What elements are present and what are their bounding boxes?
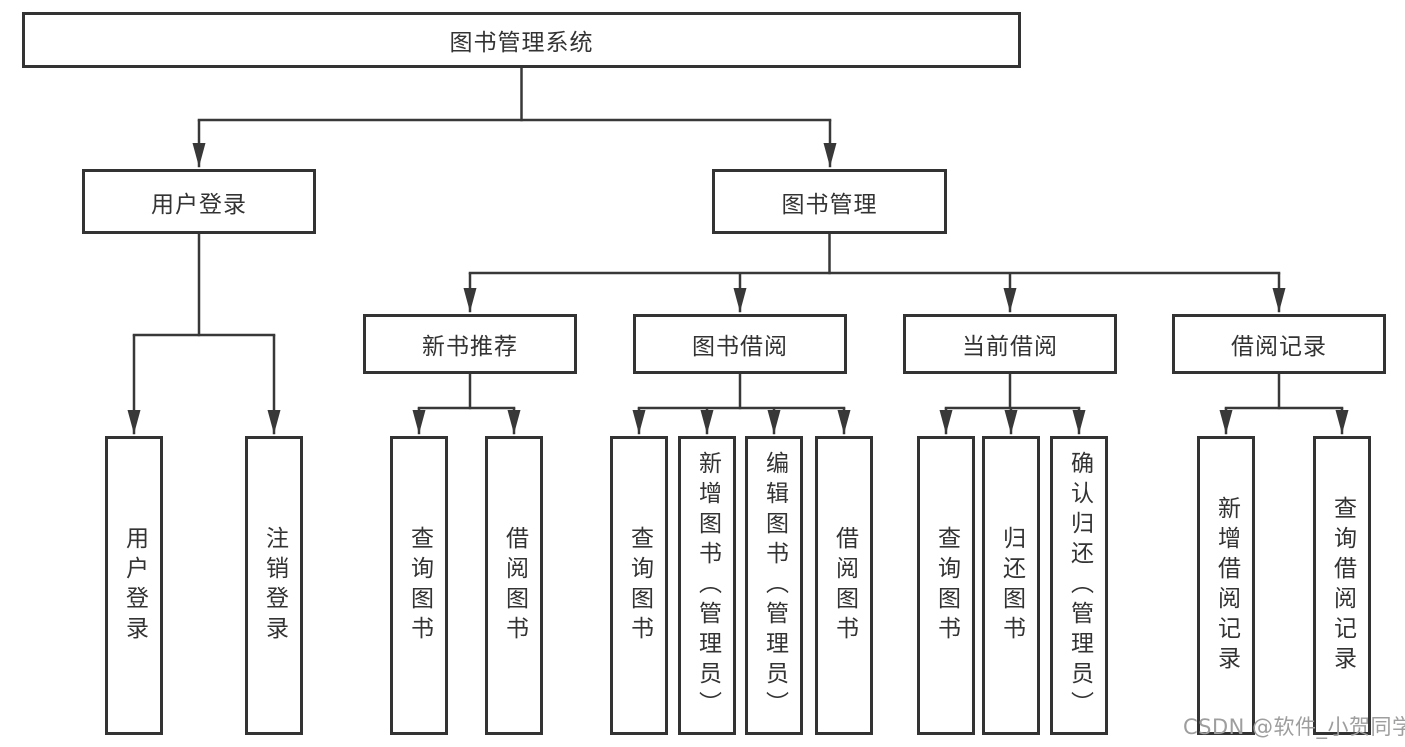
leaf-confirm-return-admin: 确认归还（管理员） — [1050, 436, 1108, 735]
node-label: 查询图书 — [626, 525, 653, 646]
node-label: 编辑图书（管理员） — [761, 450, 788, 721]
node-current-borrowing: 当前借阅 — [903, 314, 1117, 374]
node-label: 用户登录 — [151, 191, 247, 218]
leaf-query-books-recommend: 查询图书 — [390, 436, 448, 735]
node-label: 图书管理系统 — [449, 30, 594, 56]
node-label: 归还图书 — [998, 525, 1025, 646]
leaf-logout: 注销登录 — [245, 436, 303, 735]
leaf-query-books-current: 查询图书 — [917, 436, 975, 735]
watermark-text: CSDN @软件_小贺同学 — [1183, 715, 1405, 739]
leaf-query-borrow-record: 查询借阅记录 — [1313, 436, 1371, 735]
node-book-management: 图书管理 — [712, 169, 947, 234]
node-label: 借阅记录 — [1231, 334, 1327, 360]
node-label: 当前借阅 — [962, 334, 1058, 360]
node-label: 图书借阅 — [692, 334, 788, 360]
node-label: 注销登录 — [261, 525, 288, 646]
node-user-login: 用户登录 — [82, 169, 316, 234]
node-label: 借阅图书 — [831, 525, 858, 646]
leaf-borrow-books-recommend: 借阅图书 — [485, 436, 543, 735]
node-label: 新增借阅记录 — [1213, 495, 1240, 676]
leaf-add-borrow-record: 新增借阅记录 — [1197, 436, 1255, 735]
node-label: 借阅图书 — [501, 525, 528, 646]
leaf-return-books: 归还图书 — [982, 436, 1040, 735]
node-label: 图书管理 — [781, 191, 878, 218]
node-label: 新书推荐 — [422, 334, 518, 360]
node-borrowing-records: 借阅记录 — [1172, 314, 1386, 374]
node-label: 查询图书 — [406, 525, 433, 646]
node-label: 查询图书 — [933, 525, 960, 646]
leaf-edit-book-admin: 编辑图书（管理员） — [745, 436, 803, 735]
node-new-book-recommendation: 新书推荐 — [363, 314, 577, 374]
leaf-query-books-borrowing: 查询图书 — [610, 436, 668, 735]
node-label: 新增图书（管理员） — [694, 450, 721, 721]
node-book-borrowing: 图书借阅 — [633, 314, 847, 374]
node-label: 查询借阅记录 — [1329, 495, 1356, 676]
node-label: 用户登录 — [121, 525, 148, 646]
leaf-user-login: 用户登录 — [105, 436, 163, 735]
node-library-management-system: 图书管理系统 — [22, 12, 1021, 68]
leaf-add-book-admin: 新增图书（管理员） — [678, 436, 736, 735]
leaf-borrow-books-borrowing: 借阅图书 — [815, 436, 873, 735]
node-label: 确认归还（管理员） — [1066, 450, 1093, 721]
